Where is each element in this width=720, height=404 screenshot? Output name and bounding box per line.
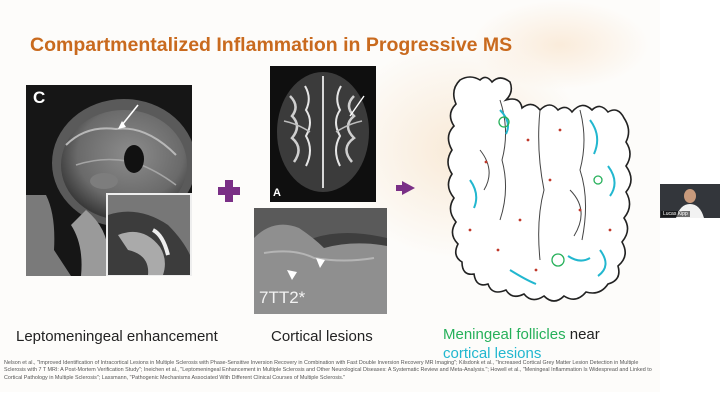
slide-title: Compartmentalized Inflammation in Progre… [30, 34, 513, 56]
follicles-caption: Meningeal follicles near cortical lesion… [443, 325, 600, 363]
axial-mri-image: A [270, 66, 376, 202]
cortical-lesions-caption: Cortical lesions [271, 328, 373, 345]
follicles-near-text: near [565, 326, 600, 343]
follicles-green-text: Meningeal follicles [443, 326, 566, 343]
plus-icon [218, 180, 240, 202]
follicles-cyan-text: cortical lesions [443, 345, 542, 362]
inset-zoom-image [106, 193, 192, 276]
webcam-name-label: Lucas Kipp [661, 211, 690, 217]
sagittal-mri-image: C [26, 85, 192, 276]
leptomeningeal-caption: Leptomeningeal enhancement [16, 328, 218, 345]
panel-a-letter: A [273, 187, 281, 199]
references-text: Nelson et al., "Improved Identification … [4, 360, 652, 381]
brain-histology-diagram [440, 70, 640, 320]
arrow-right-icon [402, 181, 415, 195]
cortical-lesion-mri-image: 7TT2* [254, 208, 387, 314]
panel-c-letter: C [33, 88, 46, 107]
webcam-thumbnail[interactable]: Lucas Kipp [660, 184, 720, 218]
presentation-slide: Compartmentalized Inflammation in Progre… [4, 0, 652, 381]
mri-7t-label: 7TT2* [259, 288, 306, 307]
